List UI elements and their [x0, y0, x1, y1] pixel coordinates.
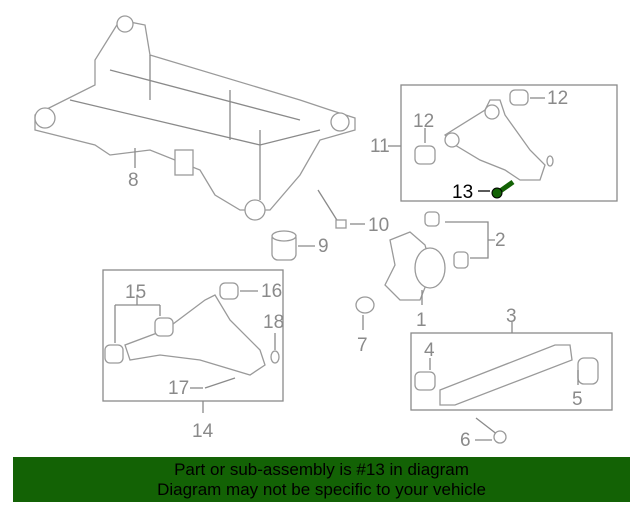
callout-12-right: 12 — [547, 88, 568, 109]
lower-control-arm[interactable] — [104, 282, 280, 389]
upper-control-arm[interactable] — [443, 99, 554, 181]
callout-12-left: 12 — [413, 111, 434, 132]
callout-2: 2 — [495, 230, 506, 251]
lateral-link[interactable] — [414, 344, 599, 406]
subframe[interactable] — [34, 15, 356, 221]
bushing-12-top[interactable] — [509, 89, 529, 106]
callout-13: 13 — [452, 182, 473, 203]
callout-1: 1 — [416, 310, 427, 331]
callout-17: 17 — [168, 378, 189, 399]
group-box-14 — [102, 269, 284, 402]
info-banner: Part or sub-assembly is #13 in diagram D… — [13, 457, 630, 502]
callout-6: 6 — [460, 430, 471, 451]
long-bolt[interactable] — [317, 189, 347, 229]
washer-7[interactable] — [355, 296, 375, 314]
callout-15: 15 — [125, 282, 146, 303]
callout-4: 4 — [424, 340, 435, 361]
callout-9: 9 — [318, 236, 329, 257]
bushing-9[interactable] — [271, 230, 297, 261]
callout-14: 14 — [192, 421, 214, 442]
callout-3: 3 — [506, 306, 517, 327]
callout-5: 5 — [572, 389, 583, 410]
callout-16: 16 — [261, 281, 282, 302]
bolt-6[interactable] — [475, 417, 507, 444]
banner-line-1: Part or sub-assembly is #13 in diagram — [174, 460, 469, 479]
group-box-11 — [400, 84, 618, 202]
knuckle[interactable] — [384, 211, 469, 301]
bolt-13-highlighted[interactable] — [491, 179, 515, 199]
banner-line-2: Diagram may not be specific to your vehi… — [157, 480, 486, 499]
callout-8: 8 — [128, 170, 139, 191]
callout-11: 11 — [370, 136, 390, 157]
callout-7: 7 — [357, 335, 368, 356]
callout-18: 18 — [263, 312, 284, 333]
bushing-12-left[interactable] — [414, 145, 436, 165]
callout-10: 10 — [368, 215, 389, 236]
